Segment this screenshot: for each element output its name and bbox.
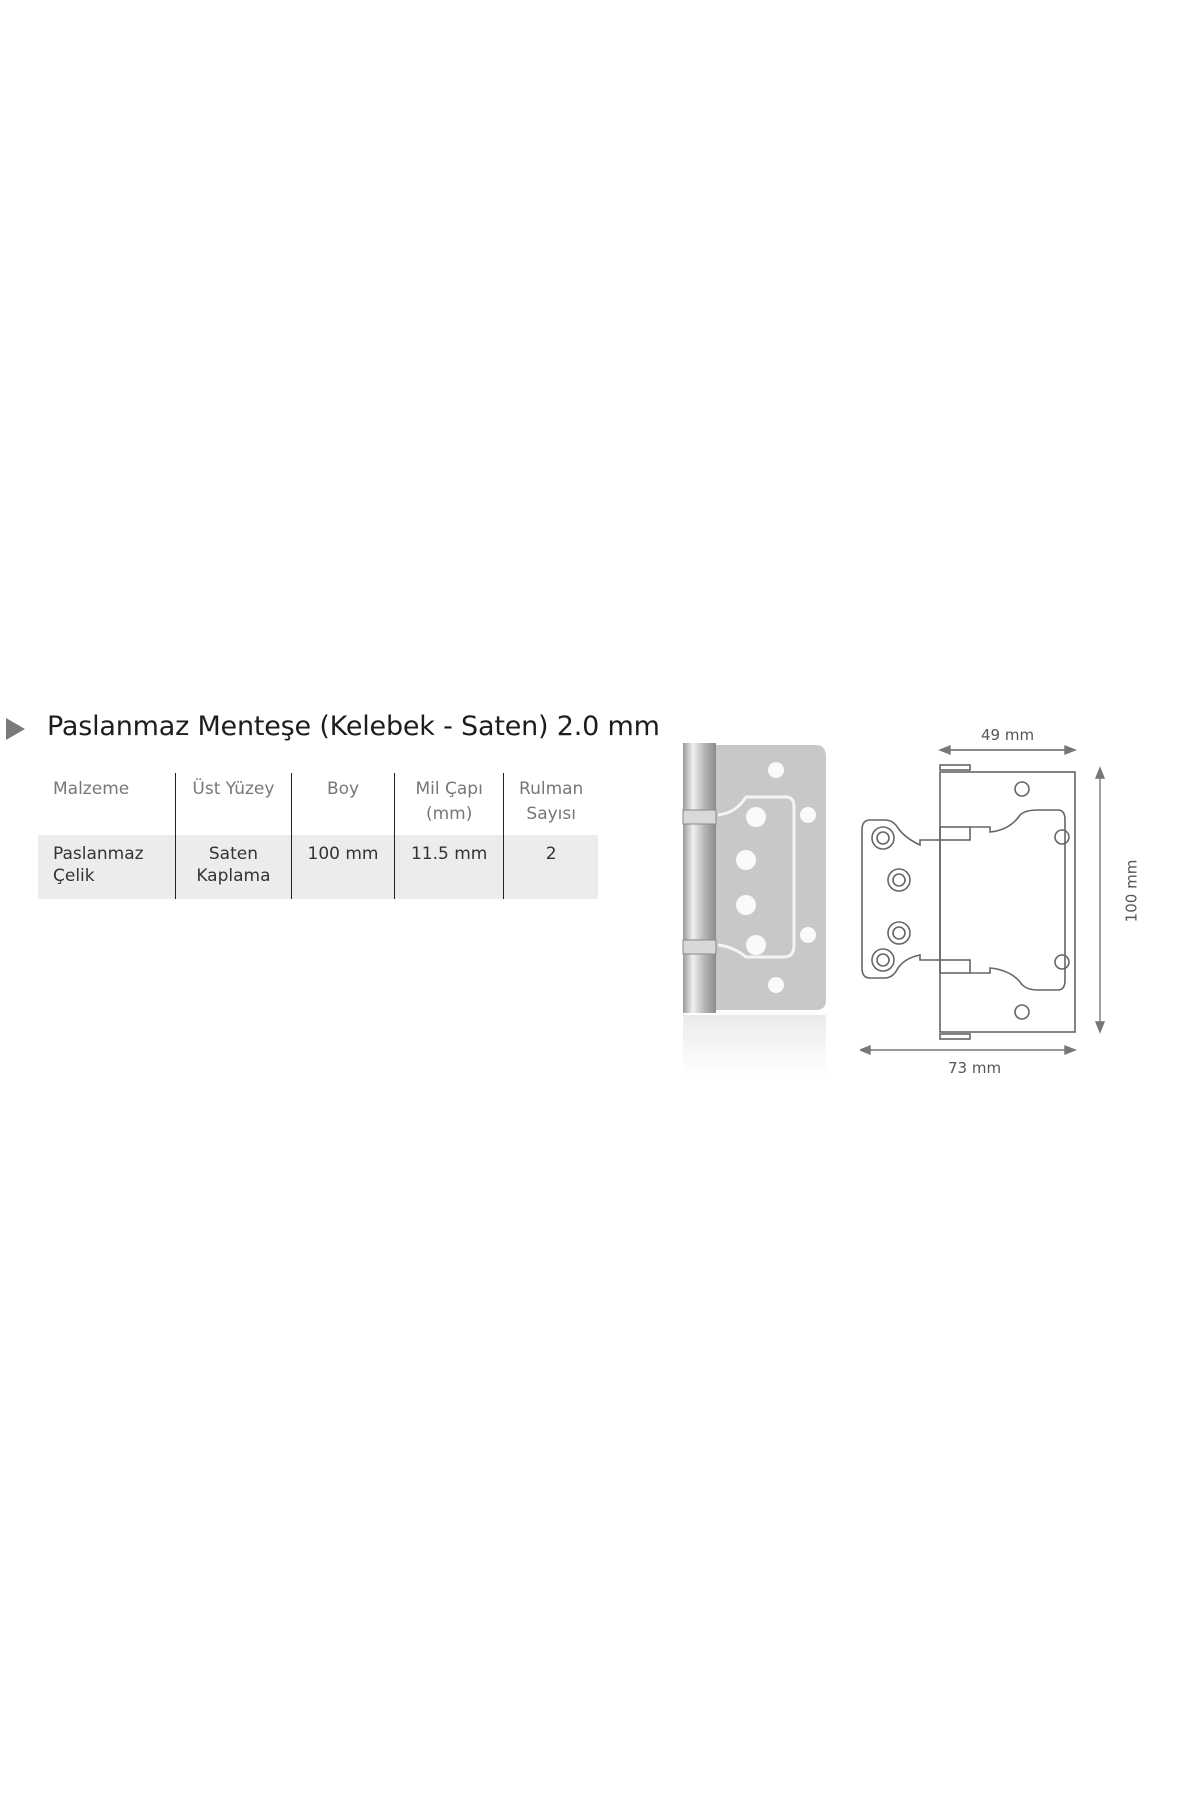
header-text: Üst Yüzey bbox=[192, 779, 275, 799]
header-surface: Üst Yüzey bbox=[174, 773, 292, 835]
spec-table: Malzeme Üst Yüzey Boy Mil Çapı (mm) Rulma… bbox=[38, 773, 598, 899]
cell-text: 2 bbox=[545, 844, 557, 864]
dimension-width-top: 49 mm bbox=[981, 726, 1035, 744]
header-text: Boy bbox=[326, 779, 360, 799]
header-length: Boy bbox=[291, 773, 395, 835]
cell-text: Çelik bbox=[53, 866, 95, 886]
header-text: Sayısı bbox=[526, 804, 576, 824]
product-title: Paslanmaz Menteşe (Kelebek - Saten) 2.0 … bbox=[47, 711, 660, 742]
header-text: Mil Çapı bbox=[415, 779, 483, 799]
table-header-row: Malzeme Üst Yüzey Boy Mil Çapı (mm) Rulma… bbox=[38, 773, 598, 835]
header-text: (mm) bbox=[425, 804, 473, 824]
header-text: Rulman bbox=[519, 779, 584, 799]
header-pin-diameter: Mil Çapı (mm) bbox=[393, 773, 504, 835]
dimension-height: 100 mm bbox=[1122, 859, 1141, 923]
hinge-technical-drawing bbox=[860, 744, 1106, 1056]
bullet-triangle-icon bbox=[6, 718, 25, 740]
cell-pin-diameter: 11.5 mm bbox=[393, 835, 504, 899]
cell-text: Kaplama bbox=[196, 866, 271, 886]
cell-text: 100 mm bbox=[307, 844, 379, 864]
hinge-photo bbox=[682, 743, 826, 1075]
cell-text: Paslanmaz bbox=[53, 844, 144, 864]
header-text: Malzeme bbox=[53, 779, 130, 799]
dimension-width-bottom: 73 mm bbox=[948, 1059, 1002, 1077]
cell-text: 11.5 mm bbox=[410, 844, 488, 864]
cell-length: 100 mm bbox=[291, 835, 395, 899]
header-material: Malzeme bbox=[38, 773, 175, 835]
cell-text: Saten bbox=[208, 844, 258, 864]
cell-bearing-count: 2 bbox=[503, 835, 598, 899]
